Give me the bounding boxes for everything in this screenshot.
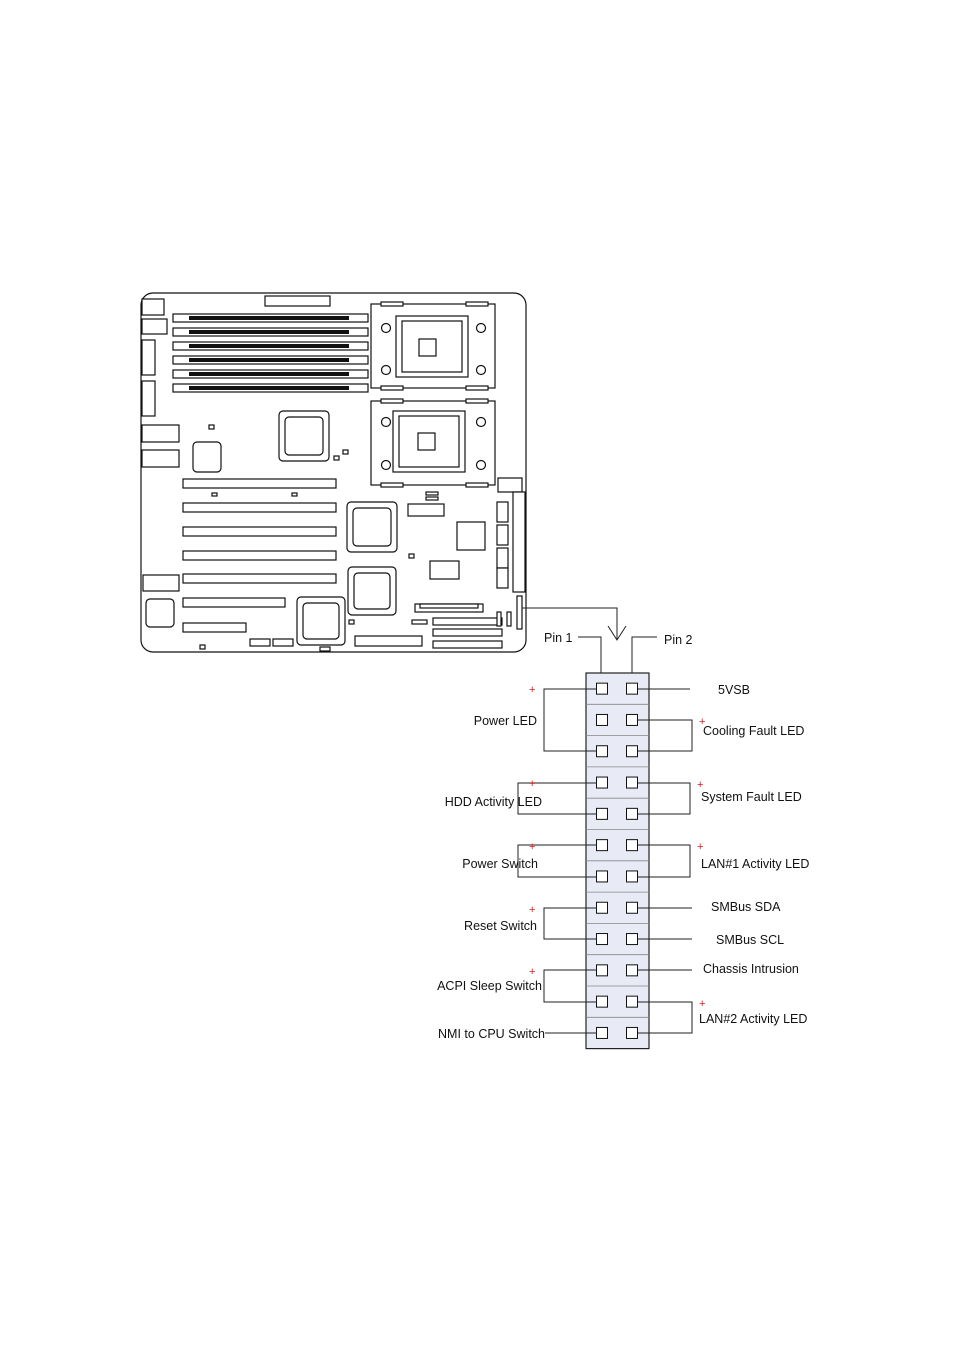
power-switch-label: Power Switch bbox=[462, 857, 538, 871]
header-pin bbox=[627, 996, 638, 1007]
reset-switch-plus: + bbox=[529, 904, 535, 916]
leader-arrow bbox=[522, 608, 626, 640]
5vsb-label: 5VSB bbox=[718, 683, 750, 697]
cooling-fault-label: Cooling Fault LED bbox=[703, 724, 804, 738]
nmi-label: NMI to CPU Switch bbox=[438, 1027, 545, 1041]
lan2-plus: + bbox=[699, 998, 705, 1010]
chassis-intrusion-label: Chassis Intrusion bbox=[703, 962, 799, 976]
hdd-led-plus: + bbox=[529, 778, 535, 790]
header-pin bbox=[627, 714, 638, 725]
header-pin bbox=[627, 808, 638, 819]
hdd-led-label: HDD Activity LED bbox=[445, 795, 542, 809]
lan1-plus: + bbox=[697, 841, 703, 853]
header-pin bbox=[627, 777, 638, 788]
header-pin bbox=[597, 996, 608, 1007]
acpi-sleep-label: ACPI Sleep Switch bbox=[437, 979, 542, 993]
pin2-label: Pin 2 bbox=[664, 633, 693, 647]
power-switch-plus: + bbox=[529, 841, 535, 853]
header-pin bbox=[597, 871, 608, 882]
header-pin bbox=[627, 934, 638, 945]
header-pin bbox=[597, 902, 608, 913]
system-fault-label: System Fault LED bbox=[701, 790, 802, 804]
power-led-plus: + bbox=[529, 684, 535, 696]
pin1-label: Pin 1 bbox=[544, 631, 573, 645]
reset-switch-label: Reset Switch bbox=[464, 919, 537, 933]
power-led-label: Power LED bbox=[474, 714, 537, 728]
header-pin bbox=[627, 902, 638, 913]
header-pin bbox=[627, 746, 638, 757]
header-pin bbox=[597, 808, 608, 819]
header-pin bbox=[597, 934, 608, 945]
front-panel-header bbox=[586, 673, 649, 1049]
header-pin bbox=[627, 840, 638, 851]
smbus-scl-label: SMBus SCL bbox=[716, 933, 784, 947]
header-pin bbox=[627, 965, 638, 976]
front-panel-header-location bbox=[517, 596, 522, 629]
cpu-socket-1 bbox=[371, 302, 495, 390]
header-pin bbox=[597, 965, 608, 976]
header-pin bbox=[597, 1027, 608, 1038]
smbus-sda-label: SMBus SDA bbox=[711, 900, 781, 914]
acpi-sleep-plus: + bbox=[529, 966, 535, 978]
header-pin bbox=[627, 871, 638, 882]
header-pin bbox=[597, 683, 608, 694]
header-pin bbox=[597, 746, 608, 757]
header-pin bbox=[597, 840, 608, 851]
header-pin bbox=[627, 1027, 638, 1038]
header-pin bbox=[597, 777, 608, 788]
cpu-socket-2 bbox=[371, 399, 495, 487]
header-pin bbox=[627, 683, 638, 694]
header-pin bbox=[597, 714, 608, 725]
lan1-label: LAN#1 Activity LED bbox=[701, 857, 809, 871]
lan2-label: LAN#2 Activity LED bbox=[699, 1012, 807, 1026]
